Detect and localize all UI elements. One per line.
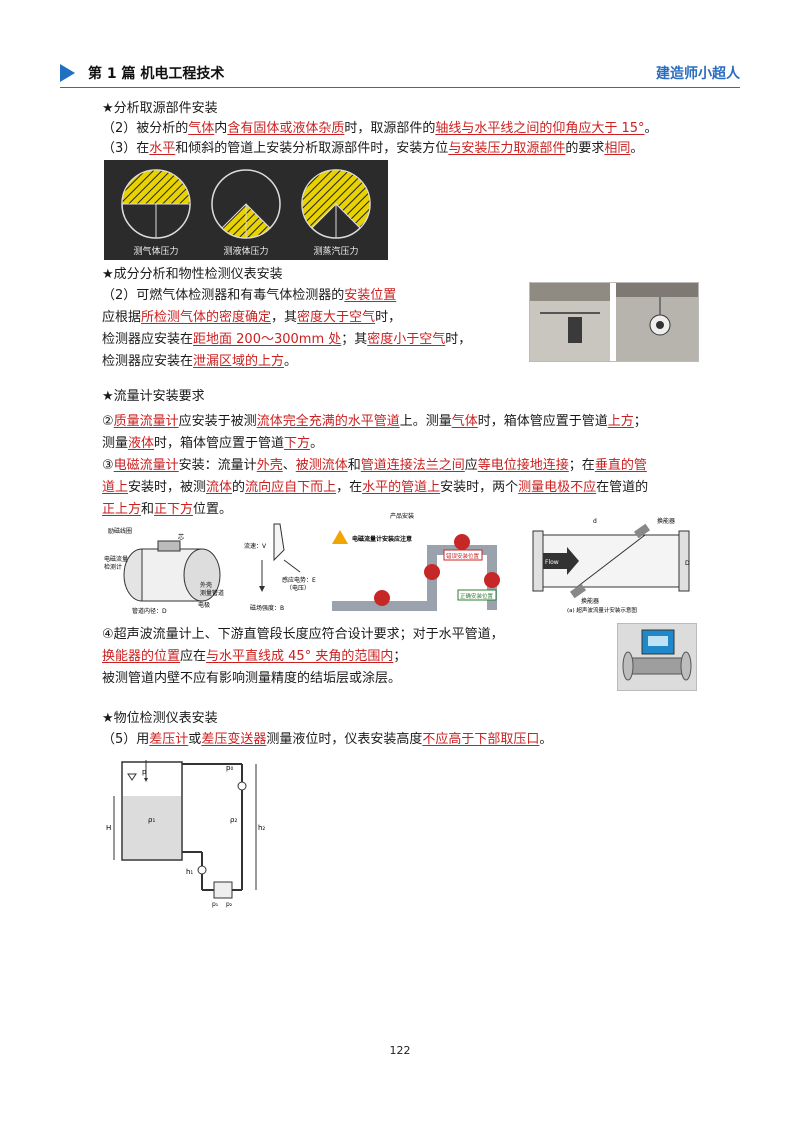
em-install-diagram: 产品安装 电磁流量计安装应注意 错误安装位置 正确安装位置 xyxy=(322,510,512,618)
svg-text:电磁流量: 电磁流量 xyxy=(104,555,128,563)
text-line: ③电磁流量计安装：流量计外壳、被测流体和管道连接法兰之间应等电位接地连接；在垂直… xyxy=(102,458,647,473)
svg-text:H: H xyxy=(106,824,111,832)
svg-text:电磁流量计安装应注意: 电磁流量计安装应注意 xyxy=(352,535,412,543)
svg-text:（电压）: （电压） xyxy=(286,584,310,592)
text-line: 测量液体时，箱体管应置于管道下方。 xyxy=(102,436,324,451)
svg-text:p₁: p₁ xyxy=(212,901,219,908)
section-heading: ★物位检测仪表安装 xyxy=(102,711,218,726)
text-line: 检测器应安装在泄漏区域的上方。 xyxy=(102,354,298,369)
page-header: 第 1 篇 机电工程技术 建造师小超人 xyxy=(60,60,740,88)
fig-caption: 测液体压力 xyxy=(223,245,268,257)
svg-text:p₂: p₂ xyxy=(226,901,233,908)
analysis-tap-figure: 测气体压力 测液体压力 测蒸汽压力 xyxy=(104,160,388,260)
text-line: （2）可燃气体检测器和有毒气体检测器的安装位置 xyxy=(102,288,397,303)
section-heading: ★成分分析和物性检测仪表安装 xyxy=(102,267,283,282)
em-principle-diagram: 流速：V 感应电势：E （电压） 磁场强度：B xyxy=(244,520,318,616)
em-flowmeter-diagram: 励磁线圈 芯 电磁流量 检测计 外壳 测量管道 管道内径：D 电极 xyxy=(102,525,242,617)
text-line: 检测器应安装在距地面 200～300mm 处；其密度小于空气时， xyxy=(102,332,472,347)
svg-text:换能器: 换能器 xyxy=(581,597,599,605)
svg-text:电极: 电极 xyxy=(198,601,210,609)
header-arrow-icon xyxy=(60,64,75,82)
text-line: （2）被分析的气体内含有固体或液体杂质时，取源部件的轴线与水平线之间的仰角应大于… xyxy=(102,121,658,136)
chapter-title: 第 1 篇 机电工程技术 xyxy=(88,66,225,82)
svg-text:p₀: p₀ xyxy=(226,764,233,772)
text-line: 应根据所检测气体的密度确定，其密度大于空气时， xyxy=(102,310,402,325)
text-line: 正上方和正下方位置。 xyxy=(102,502,233,517)
text-line: 换能器的位置应在与水平直线成 45° 夹角的范围内； xyxy=(102,649,407,664)
svg-text:感应电势：E: 感应电势：E xyxy=(282,576,316,584)
svg-text:励磁线圈: 励磁线圈 xyxy=(108,527,132,535)
page-number: 122 xyxy=(389,1044,411,1057)
svg-text:(a) 超声波流量计安装示意图: (a) 超声波流量计安装示意图 xyxy=(567,606,637,614)
level-measurement-diagram: p p₀ H h₁ h₂ p₁ p₂ ρ₁ ρ₂ xyxy=(102,750,268,908)
text-line: ②质量流量计应安装于被测流体完全充满的水平管道上。测量气体时，箱体管应置于管道上… xyxy=(102,414,647,429)
svg-text:ρ₁: ρ₁ xyxy=(148,816,155,824)
text-line: 道上安装时，被测流体的流向应自下而上，在水平的管道上安装时，两个测量电极不应在管… xyxy=(102,480,649,495)
text-line: （3）在水平和倾斜的管道上安装分析取源部件时，安装方位与安装压力取源部件的要求相… xyxy=(102,141,644,156)
svg-text:D: D xyxy=(685,560,690,567)
svg-text:芯: 芯 xyxy=(178,533,184,541)
section-heading: ★分析取源部件安装 xyxy=(102,101,218,116)
text-line: ④超声波流量计上、下游直管段长度应符合设计要求；对于水平管道， xyxy=(102,627,504,642)
ultrasonic-diagram: Flow 换能器 换能器 (a) 超声波流量计安装示意图 d D xyxy=(527,511,697,615)
svg-text:Flow: Flow xyxy=(545,559,559,566)
svg-text:p: p xyxy=(142,768,147,776)
svg-text:检测计: 检测计 xyxy=(104,563,122,571)
text-line: （5）用差压计或差压变送器测量液位时，仪表安装高度不应高于下部取压口。 xyxy=(102,732,553,747)
fig-caption: 测蒸汽压力 xyxy=(313,245,358,257)
svg-text:流速：V: 流速：V xyxy=(244,542,267,550)
svg-text:外壳: 外壳 xyxy=(200,581,212,589)
svg-text:错误安装位置: 错误安装位置 xyxy=(446,552,480,560)
svg-text:磁场强度：B: 磁场强度：B xyxy=(250,604,284,612)
text-line: 被测管道内壁不应有影响测量精度的结垢层或涂层。 xyxy=(102,671,402,686)
svg-text:测量管道: 测量管道 xyxy=(200,589,224,597)
svg-text:换能器: 换能器 xyxy=(657,517,675,525)
svg-text:h₁: h₁ xyxy=(186,868,193,876)
svg-text:d: d xyxy=(593,518,597,525)
brand-name: 建造师小超人 xyxy=(656,66,740,82)
svg-text:ρ₂: ρ₂ xyxy=(230,816,237,824)
svg-text:h₂: h₂ xyxy=(258,824,265,832)
svg-text:管道内径：D: 管道内径：D xyxy=(132,607,167,615)
fig-caption: 测气体压力 xyxy=(133,245,178,257)
svg-text:正确安装位置: 正确安装位置 xyxy=(460,592,494,600)
header-rule xyxy=(60,87,740,88)
gas-detector-photo xyxy=(529,282,699,362)
section-heading: ★流量计安装要求 xyxy=(102,389,205,404)
ultrasonic-photo xyxy=(617,623,697,691)
svg-text:产品安装: 产品安装 xyxy=(390,512,414,520)
